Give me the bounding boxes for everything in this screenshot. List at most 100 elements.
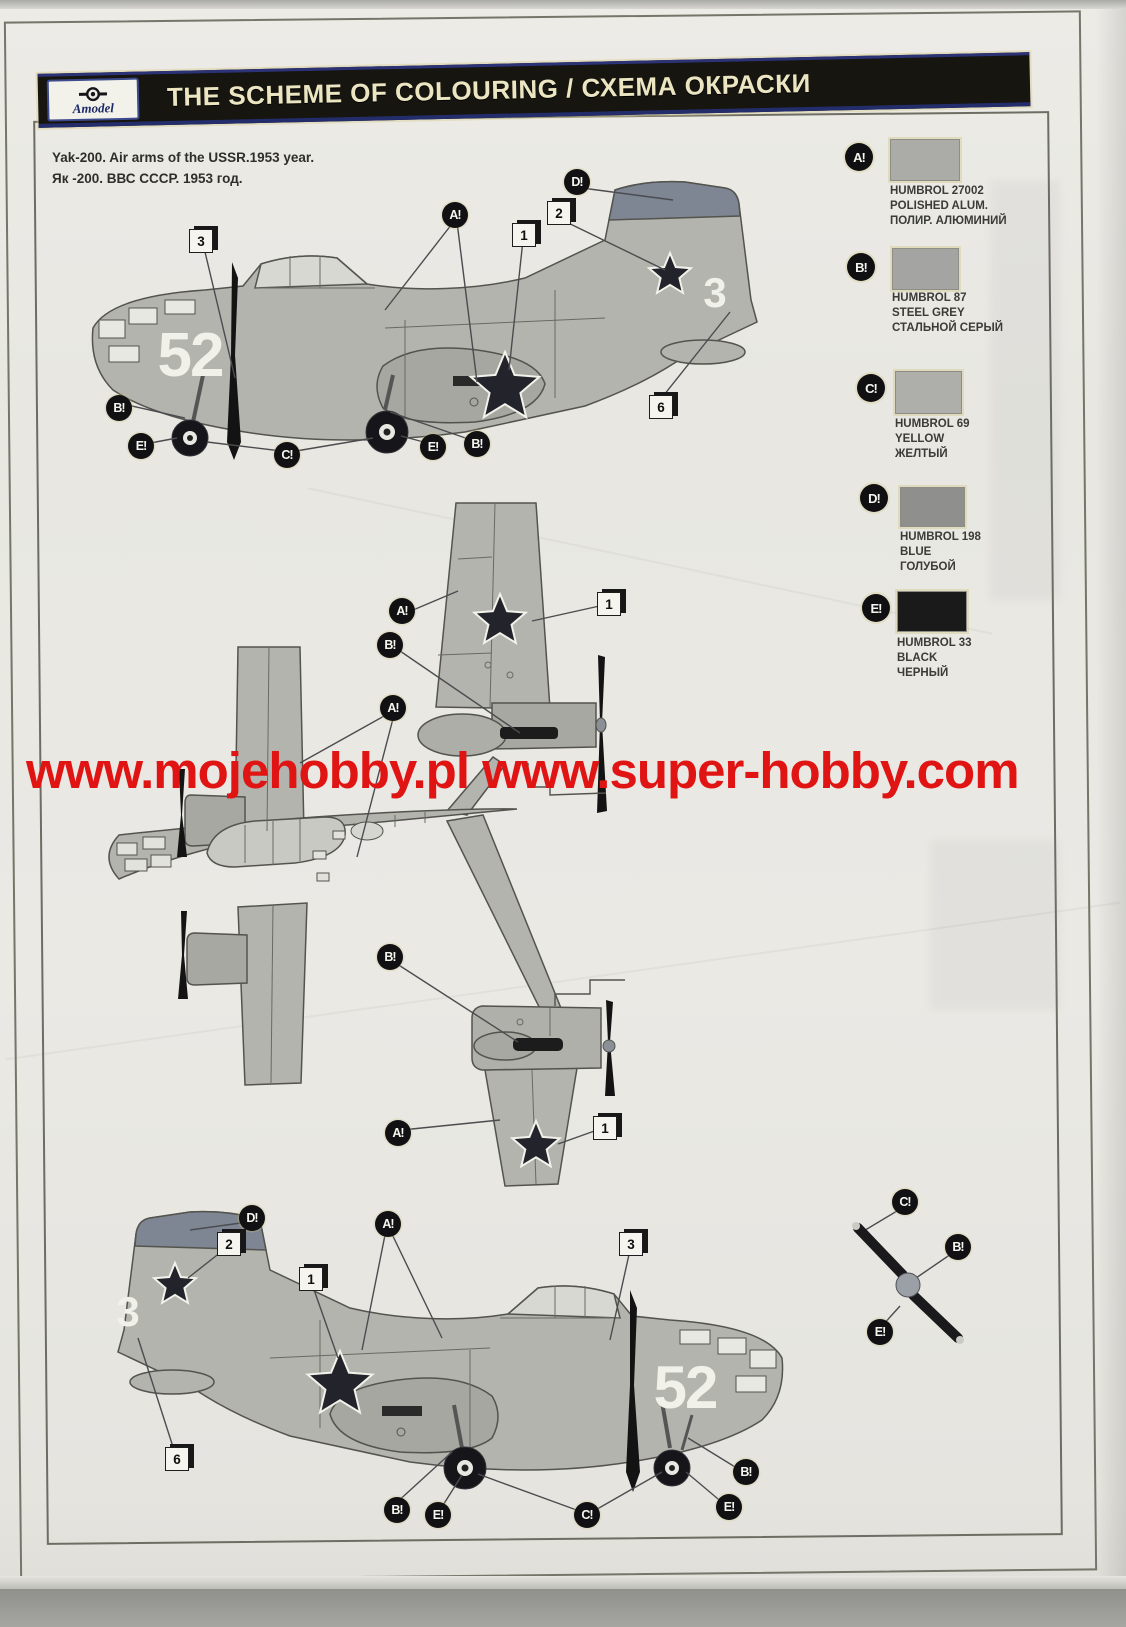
- legend-label-line: ЧЕРНЫЙ: [897, 667, 949, 679]
- legend-label-line: YELLOW: [895, 433, 945, 445]
- paper-bottom-shadow: [0, 1576, 1126, 1589]
- wing-panel: [484, 1067, 578, 1187]
- callout-circle-B: B!: [464, 431, 490, 457]
- landing-gear: [443, 1401, 694, 1490]
- callout-square-1: 1: [593, 1116, 617, 1140]
- wing-star: [512, 1121, 560, 1166]
- legend-color-swatch: [892, 248, 959, 290]
- callout-circle-C: C!: [892, 1189, 918, 1215]
- tailplane-fairing: [129, 1369, 215, 1395]
- tail-number: 3: [703, 269, 726, 316]
- callout-circle-B: B!: [733, 1459, 759, 1485]
- legend-label-line: ПОЛИР. АЛЮМИНИЙ: [890, 215, 1007, 227]
- prop-hub: [895, 1272, 921, 1298]
- callout-circle-D: D!: [239, 1205, 265, 1231]
- legend-color-swatch: [895, 371, 962, 414]
- upper-propeller: [177, 769, 187, 857]
- prop-blade-lower: [908, 1290, 963, 1343]
- fin-tip-blue: [608, 180, 741, 221]
- lower-propeller: [178, 911, 188, 999]
- legend-label-line: BLACK: [897, 652, 938, 664]
- amodel-roundel-icon: [78, 86, 108, 101]
- wing-detail-lower-drawing: [393, 961, 625, 1190]
- callout-square-2: 2: [217, 1232, 241, 1256]
- legend-label-line: POLISHED ALUM.: [890, 200, 988, 212]
- logo-text: Amodel: [72, 99, 115, 116]
- side-view-right-drawing: 52 3: [90, 1200, 784, 1513]
- callout-square-2: 2: [547, 201, 571, 225]
- legend-label-line: HUMBROL 27002: [890, 185, 984, 197]
- side-number: 52: [654, 1354, 717, 1421]
- legend-label-line: ГОЛУБОЙ: [900, 561, 956, 573]
- legend-label-line: СТАЛЬНОЙ СЕРЫЙ: [892, 322, 1003, 334]
- watermark-text: www.mojehobby.pl www.super-hobby.com: [26, 742, 1020, 799]
- canopy-glass: [254, 255, 369, 289]
- red-stars: [471, 253, 691, 417]
- callout-square-6: 6: [649, 395, 673, 419]
- callout-circle-B: B!: [377, 944, 403, 970]
- legend-label-line: HUMBROL 198: [900, 531, 981, 543]
- legend-label-line: STEEL GREY: [892, 307, 965, 319]
- callout-square-1: 1: [597, 592, 621, 616]
- subtitle-english: Yak-200. Air arms of the USSR.1953 year.: [52, 150, 315, 165]
- legend-color-swatch: [897, 591, 967, 632]
- callout-square-1: 1: [299, 1267, 323, 1291]
- callout-circle-A: A!: [389, 598, 415, 624]
- page-title: THE SCHEME OF COLOURING / СХЕМА ОКРАСКИ: [166, 67, 812, 113]
- legend-marker: E!: [862, 594, 890, 622]
- propeller-detail-drawing: [852, 1207, 964, 1344]
- subtitle-russian: Як -200. ВВС СССР. 1953 год.: [52, 171, 243, 186]
- prop-blade-upper: [853, 1223, 908, 1280]
- leader-lines: [299, 710, 396, 858]
- callout-circle-C: C!: [274, 442, 300, 468]
- callout-circle-B: B!: [377, 632, 403, 658]
- top-plan-view-drawing: [108, 646, 568, 1086]
- red-stars: [154, 1263, 372, 1413]
- lower-nacelle: [186, 932, 248, 986]
- propeller-blade: [597, 655, 607, 813]
- canopy-glass: [506, 1285, 621, 1319]
- callout-circle-E: E!: [867, 1319, 893, 1345]
- propeller-blade: [227, 262, 241, 460]
- amodel-logo: Amodel: [46, 77, 140, 122]
- legend-label-line: ЖЕЛТЫЙ: [895, 448, 948, 460]
- callout-circle-E: E!: [128, 433, 154, 459]
- callout-square-1: 1: [512, 223, 536, 247]
- callout-circle-A: A!: [375, 1211, 401, 1237]
- bleed-through-ghost: [990, 180, 1060, 600]
- legend-label: HUMBROL 69 YELLOW ЖЕЛТЫЙ: [895, 417, 970, 462]
- legend-marker: C!: [857, 374, 885, 402]
- callout-circle-D: D!: [564, 169, 590, 195]
- legend-marker: B!: [847, 253, 875, 281]
- legend-label-line: HUMBROL 69: [895, 418, 970, 430]
- callout-square-6: 6: [165, 1447, 189, 1471]
- tail-number: 3: [116, 1288, 139, 1335]
- callout-circle-B: B!: [106, 395, 132, 421]
- bleed-through-ghost: [930, 840, 1060, 1010]
- propeller-blade: [626, 1290, 640, 1492]
- callout-circle-C: C!: [574, 1502, 600, 1528]
- legend-marker: A!: [845, 143, 873, 171]
- callout-circle-A: A!: [380, 695, 406, 721]
- legend-label-line: HUMBROL 87: [892, 292, 967, 304]
- landing-gear: [171, 374, 409, 457]
- callout-circle-E: E!: [425, 1502, 451, 1528]
- wing-star: [474, 594, 525, 643]
- scan-bottom-edge: [0, 1589, 1126, 1627]
- legend-color-swatch: [890, 139, 960, 181]
- callout-circle-A: A!: [385, 1120, 411, 1146]
- wing-panel: [435, 502, 551, 710]
- legend-color-swatch: [900, 487, 965, 527]
- callout-square-3: 3: [619, 1232, 643, 1256]
- subtitle-block: Yak-200. Air arms of the USSR.1953 year.…: [52, 147, 314, 189]
- side-view-left-drawing: 52 3: [91, 180, 758, 470]
- callout-circle-E: E!: [716, 1494, 742, 1520]
- wing-detail-upper-drawing: [400, 502, 607, 813]
- leader-lines: [861, 1207, 955, 1327]
- header-band: Amodel THE SCHEME OF COLOURING / СХЕМА О…: [37, 52, 1031, 128]
- callout-circle-B: B!: [384, 1497, 410, 1523]
- scan-right-edge: [1096, 0, 1126, 1627]
